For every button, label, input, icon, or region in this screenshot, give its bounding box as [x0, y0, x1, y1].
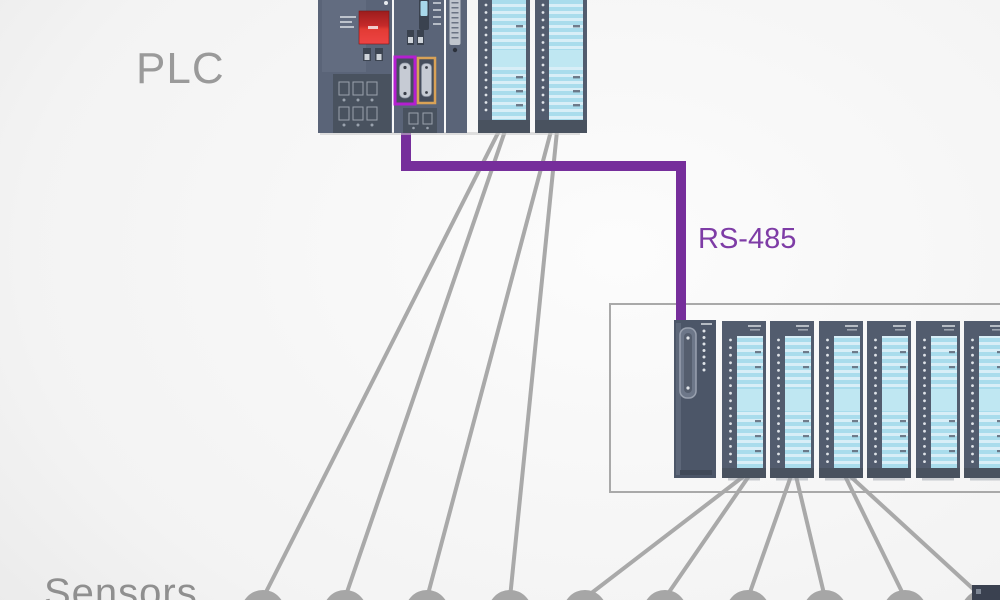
plc-label: PLC: [136, 44, 225, 93]
sensor-node: [646, 590, 684, 600]
sensor-link-line: [343, 130, 507, 599]
sensors-label: Sensors: [44, 571, 198, 600]
psu-label-text: [340, 16, 356, 28]
status-led: [384, 1, 388, 5]
psu-connector-panel: [333, 74, 391, 133]
mode-slider: [419, 0, 429, 30]
plc-io-module: [535, 0, 587, 133]
sensor-link-line: [794, 475, 827, 599]
plc-sensor-links: [261, 130, 559, 599]
rack-io-module: [770, 321, 814, 481]
sensor-link-line: [843, 475, 907, 599]
plc-device: [318, 0, 587, 135]
plc-psu-module: [318, 0, 392, 133]
sensor-node: [408, 590, 446, 600]
rack-sensor-links: [583, 474, 985, 600]
rack-io-module: [867, 321, 911, 481]
cpu-connector-panel: [403, 108, 437, 133]
cpu-label-text: [433, 2, 441, 25]
rack-io-module: [916, 321, 960, 481]
serial-port: [416, 56, 437, 105]
plc-expansion-module: [446, 0, 467, 133]
rs485-label: RS-485: [698, 223, 797, 255]
sensor-link-line: [425, 130, 553, 599]
rack-io-module: [722, 321, 766, 481]
plc-io-module: [478, 0, 530, 133]
sensor-nodes: [244, 590, 1000, 600]
remote-io-boundary-box: [609, 303, 1000, 493]
corner-device-fragment: [972, 585, 1000, 600]
rack-interface-module: [674, 320, 716, 478]
sensor-link-line: [746, 475, 793, 599]
sensor-node: [566, 590, 604, 600]
sensor-node: [729, 590, 767, 600]
remote-io-rack: [674, 320, 1000, 481]
rs485-port: [393, 55, 417, 106]
sensor-link-line: [261, 130, 501, 599]
sensor-node: [491, 590, 529, 600]
sensor-link-line: [583, 474, 746, 600]
plc-shadow: [320, 132, 580, 135]
rs485-bus-line: [401, 129, 686, 326]
sensor-node: [244, 590, 282, 600]
sensor-node: [326, 590, 364, 600]
interface-leds: [702, 329, 706, 372]
sensor-link-line: [663, 474, 751, 600]
cpu-switches: [407, 30, 424, 45]
sensor-node: [806, 590, 844, 600]
rack-io-module: [964, 321, 1000, 481]
psu-terminals: [363, 48, 383, 61]
sensor-node: [886, 590, 924, 600]
sensor-link-line: [848, 474, 985, 600]
sensor-link-line: [508, 130, 559, 599]
plc-cpu-module: [393, 0, 444, 133]
rack-io-module: [819, 321, 863, 481]
